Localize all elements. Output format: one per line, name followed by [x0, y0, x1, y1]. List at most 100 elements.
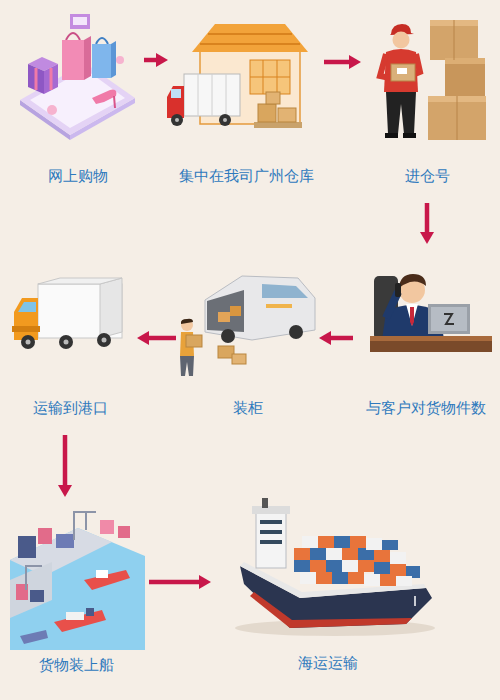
truck-illustration-part [38, 278, 122, 284]
shopping-illustration-part [44, 64, 58, 94]
arrow-head [319, 331, 331, 345]
port-illustration-part [96, 570, 108, 578]
containers-part [326, 560, 342, 572]
containers-part [332, 572, 348, 584]
truck-illustration-part [14, 298, 38, 340]
containers-part [342, 548, 358, 560]
shopping-illustration-part [92, 44, 111, 78]
van-loading-illustration [180, 276, 315, 376]
customer-service-illustration-part [395, 283, 401, 297]
truck-illustration-part [100, 278, 122, 338]
container-ship-illustration-part [260, 530, 282, 534]
worker-illustration-part [457, 96, 458, 140]
worker-illustration-part [428, 96, 486, 140]
customer-service-illustration-part [370, 341, 492, 352]
warehouse-illustration-part [254, 122, 302, 128]
step-label: 运输到港口 [33, 399, 108, 417]
worker-illustration-part [393, 32, 410, 49]
warehouse-illustration-part [171, 89, 181, 98]
port-illustration-part [38, 528, 52, 544]
containers-part [300, 572, 316, 584]
containers [294, 536, 420, 586]
step-label: 海运运输 [298, 654, 358, 672]
warehouse-illustration-part [250, 60, 290, 94]
shopping-illustration-part [35, 68, 38, 90]
containers-part [380, 574, 396, 586]
containers-part [396, 576, 412, 586]
worker-illustration-part [445, 58, 485, 98]
containers-part [348, 572, 364, 584]
shopping-illustration-part [28, 64, 44, 94]
truck-illustration-part [26, 340, 31, 345]
containers-part [302, 536, 318, 548]
port-illustration-part [10, 528, 145, 650]
container-ship-illustration-part [256, 512, 286, 568]
warehouse-illustration-part [226, 74, 227, 116]
truck-illustration-part [21, 335, 35, 349]
step-label: 货物装上船 [39, 656, 114, 674]
worker-illustration-part [391, 64, 415, 81]
worker-illustration [380, 20, 486, 140]
containers-part [326, 548, 342, 560]
shopping-illustration-part [92, 90, 116, 104]
flow-arrow [329, 336, 353, 341]
warehouse-illustration-part [219, 114, 231, 126]
worker-illustration-part [454, 20, 455, 60]
port-illustration-part [10, 562, 52, 618]
warehouse-illustration-part [200, 43, 300, 45]
port-illustration-part [118, 526, 130, 538]
shopping-illustration-part [84, 36, 91, 80]
containers-part [358, 560, 374, 572]
containers-part [316, 572, 332, 584]
flow-arrow [63, 435, 68, 487]
arrow-head [199, 575, 211, 589]
shopping-illustration-part [114, 96, 115, 108]
step-node: 海运运输 [215, 490, 440, 682]
arrow-head [420, 232, 434, 244]
step-label: 与客户对货物件数 [366, 399, 486, 417]
port-illustration-part [56, 534, 74, 548]
warehouse-illustration-part [184, 74, 240, 116]
van-loading-illustration-part [181, 319, 193, 324]
step-node: 运输到港口 [8, 252, 133, 427]
shopping-illustration-part [96, 38, 108, 44]
arrow-head [137, 331, 149, 345]
port-illustration-part [54, 610, 106, 632]
truck-illustration-part [102, 338, 107, 343]
port-illustration-part [66, 612, 84, 620]
containers-part [310, 548, 326, 560]
containers-part [366, 538, 382, 550]
customer-service-illustration-part [431, 307, 467, 331]
container-ship-illustration-part [262, 498, 268, 508]
truck-illustration-part [59, 335, 73, 349]
shopping-illustration-part [50, 68, 53, 90]
step-label: 网上购物 [48, 167, 108, 185]
worker-illustration-part [445, 58, 485, 64]
arrow-head [349, 55, 361, 69]
arrow-head [156, 53, 168, 67]
van-loading-illustration-part [266, 304, 292, 308]
worker-illustration-part [403, 133, 416, 138]
customer-service-illustration-part [370, 336, 492, 341]
warehouse-illustration-part [250, 77, 290, 78]
containers-part [374, 562, 390, 574]
shopping-illustration-part [116, 56, 124, 64]
containers-part [390, 552, 406, 564]
warehouse-illustration-part [198, 74, 199, 116]
flow-arrow [324, 60, 351, 65]
van-loading-illustration-part [218, 312, 230, 322]
containers-part [294, 548, 310, 560]
shopping-illustration-part [62, 40, 84, 80]
worker-illustration-part [397, 68, 407, 74]
port-illustration-part [74, 512, 96, 540]
port-illustration [10, 512, 145, 650]
step-label: 集中在我司广州仓库 [179, 167, 314, 185]
container-ship-illustration-part [250, 592, 412, 628]
van-loading-illustration-part [221, 329, 235, 343]
warehouse-illustration-part [171, 114, 183, 126]
warehouse-illustration [167, 24, 308, 128]
step-node: 网上购物 [15, 10, 140, 195]
